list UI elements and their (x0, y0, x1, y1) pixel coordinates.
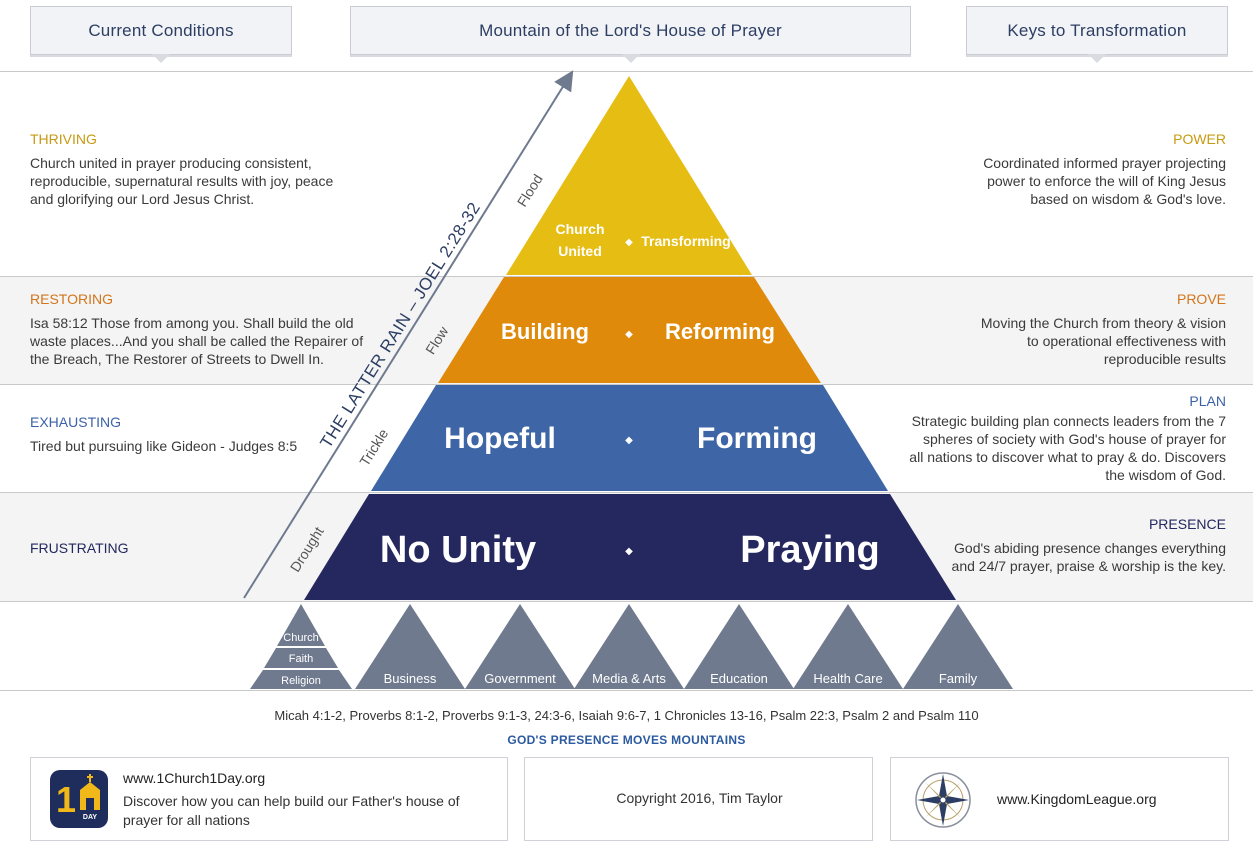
sphere-business (355, 604, 465, 689)
box-copyright: Copyright 2016, Tim Taylor (524, 757, 873, 841)
sphere-church-label: Church (283, 632, 318, 644)
tier1-left-line2: United (558, 243, 602, 259)
rain-stage-trickle: Trickle (356, 426, 391, 469)
pyramid-tier-1 (506, 76, 752, 275)
1church1day-url[interactable]: www.1Church1Day.org (123, 770, 266, 786)
rain-stage-flood: Flood (514, 171, 546, 209)
sphere-faith-label: Faith (289, 653, 313, 665)
svg-text:1: 1 (56, 779, 76, 820)
sphere-stack: Church Faith Religion (250, 604, 352, 689)
sphere-health-care (793, 604, 903, 689)
latter-rain-arrow (243, 70, 574, 599)
condition-thriving-title: THRIVING (30, 131, 97, 147)
sphere-media-arts (574, 604, 684, 689)
sphere-religion (250, 670, 352, 689)
scripture-references: Micah 4:1-2, Proverbs 8:1-2, Proverbs 9:… (274, 708, 979, 723)
copyright-text: Copyright 2016, Tim Taylor (616, 790, 783, 806)
divider-4 (0, 601, 1253, 602)
condition-frustrating-title: FRUSTRATING (30, 540, 129, 556)
key-plan-text: Strategic building plan connects leaders… (909, 413, 1226, 483)
sphere-government-label: Government (484, 671, 556, 686)
divider-top (0, 71, 1253, 72)
keys-header: Keys to Transformation (966, 6, 1228, 63)
condition-frustrating: FRUSTRATING (30, 539, 360, 563)
tier1-left-line1: Church (556, 221, 605, 237)
key-power-text: Coordinated informed prayer projecting p… (983, 155, 1226, 207)
sphere-business-label: Business (384, 671, 437, 686)
sphere-education (684, 604, 794, 689)
tier1-separator: ◆ (625, 237, 633, 248)
1church1day-logo: 1 DAY (50, 770, 108, 828)
condition-restoring-title: RESTORING (30, 291, 113, 307)
sphere-media-arts-label: Media & Arts (592, 671, 666, 686)
sphere-government (465, 604, 575, 689)
box-kingdomleague: www.KingdomLeague.org (890, 757, 1229, 841)
key-plan: PLAN Strategic building plan connects le… (906, 392, 1226, 484)
keys-title: Keys to Transformation (1007, 20, 1187, 40)
divider-3 (0, 492, 1253, 493)
current-conditions-title: Current Conditions (88, 20, 234, 40)
divider-1 (0, 276, 1253, 277)
pyramid-tier-2 (438, 277, 821, 383)
condition-thriving: THRIVING Church united in prayer produci… (30, 130, 360, 208)
key-prove-title: PROVE (1176, 291, 1226, 307)
key-prove-text: Moving the Church from theory & vision t… (980, 315, 1226, 367)
1church1day-logo-mark: 1 DAY (56, 774, 100, 821)
key-prove: PROVE Moving the Church from theory & vi… (966, 290, 1226, 368)
sphere-education-label: Education (710, 671, 768, 686)
key-power-title: POWER (1173, 131, 1226, 147)
tier3-left: Hopeful (444, 422, 556, 455)
condition-restoring-text: Isa 58:12 Those from among you. Shall bu… (30, 315, 364, 367)
current-conditions-header: Current Conditions (30, 6, 292, 63)
condition-exhausting-text: Tired but pursuing like Gideon - Judges … (30, 438, 298, 454)
divider-2 (0, 384, 1253, 385)
tier3-right: Forming (697, 422, 817, 455)
tier4-right: Praying (740, 529, 879, 571)
tier2-separator: ◆ (625, 329, 633, 340)
condition-restoring: RESTORING Isa 58:12 Those from among you… (30, 290, 380, 368)
divider-5 (0, 690, 1253, 691)
tier4-separator: ◆ (625, 546, 633, 557)
key-power: POWER Coordinated informed prayer projec… (966, 130, 1226, 208)
condition-thriving-text: Church united in prayer producing consis… (30, 155, 334, 207)
1church1day-logo-text: DAY (83, 814, 97, 821)
kingdomleague-url[interactable]: www.KingdomLeague.org (997, 791, 1157, 807)
key-presence: PRESENCE God's abiding presence changes … (936, 515, 1226, 575)
tier2-right: Reforming (665, 319, 775, 344)
sphere-church (277, 604, 325, 646)
key-presence-title: PRESENCE (1148, 516, 1226, 532)
condition-exhausting: EXHAUSTING Tired but pursuing like Gideo… (30, 413, 360, 455)
mountain-diagram: Church United ◆ Transforming Building ◆ … (243, 70, 1013, 689)
box-1church1day: 1 DAY www.1Church1Day.org Discover how y… (30, 757, 508, 841)
1church1day-text: Discover how you can help build our Fath… (123, 793, 460, 828)
compass-icon (915, 772, 971, 828)
mountain-header: Mountain of the Lord's House of Prayer (350, 6, 911, 63)
tier3-separator: ◆ (625, 435, 633, 446)
tagline: GOD'S PRESENCE MOVES MOUNTAINS (507, 733, 746, 747)
key-plan-title: PLAN (1189, 393, 1226, 409)
pyramid-tier-3 (371, 385, 888, 491)
tier2-left: Building (501, 319, 589, 344)
pyramid-tier-4 (304, 494, 956, 600)
key-presence-text: God's abiding presence changes everythin… (951, 540, 1226, 574)
sphere-religion-label: Religion (281, 675, 321, 687)
sphere-family (903, 604, 1013, 689)
tier1-right: Transforming (641, 233, 730, 249)
rain-stage-flow: Flow (422, 323, 452, 357)
tier4-left: No Unity (380, 529, 536, 571)
mountain-title: Mountain of the Lord's House of Prayer (479, 20, 782, 40)
sphere-health-care-label: Health Care (813, 671, 882, 686)
sphere-family-label: Family (939, 671, 978, 686)
sphere-faith (264, 648, 338, 668)
condition-exhausting-title: EXHAUSTING (30, 414, 122, 430)
compass-logo (913, 770, 973, 830)
rain-stage-drought: Drought (287, 524, 327, 575)
